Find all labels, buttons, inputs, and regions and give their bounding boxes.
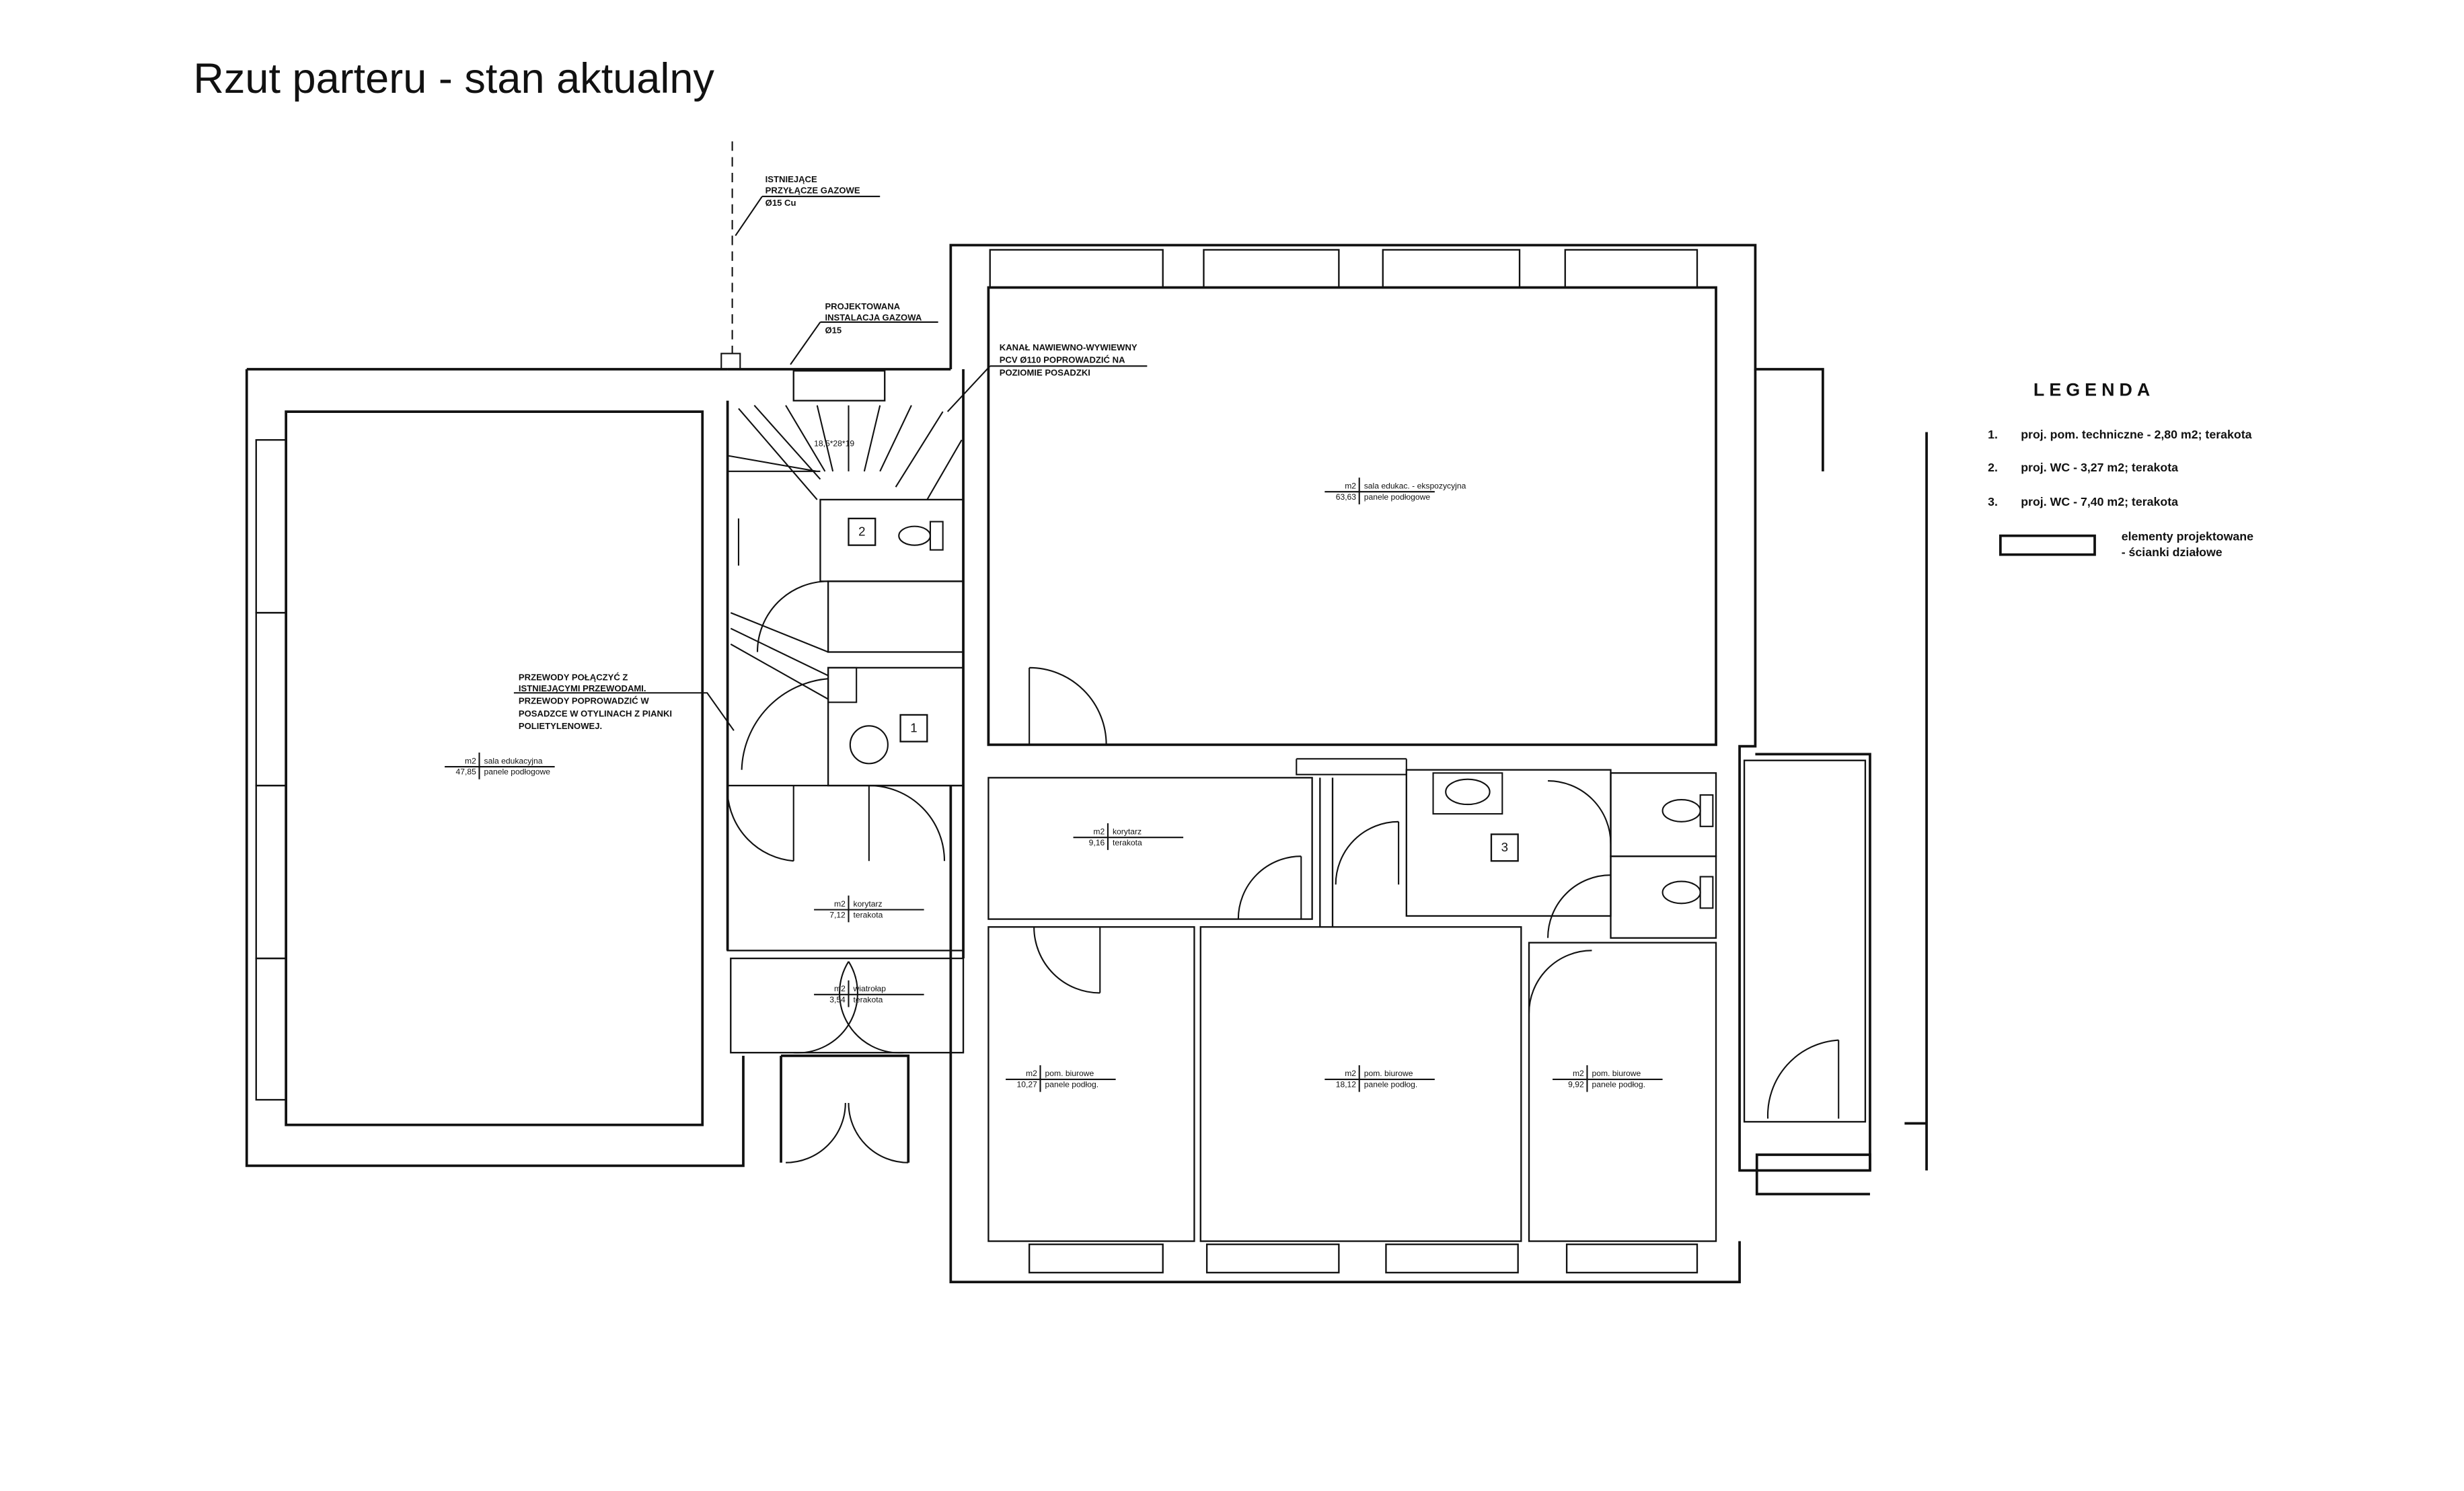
room-label: m2 47,85 sala edukacyjna panele podłogowe bbox=[445, 753, 555, 779]
room-area: 3,54 bbox=[829, 995, 846, 1004]
gas-projected-note: PROJEKTOWANA bbox=[825, 301, 900, 311]
gas-existing-note: PRZYŁĄCZE GAZOWE bbox=[766, 185, 860, 195]
room-name: pom. biurowe bbox=[1045, 1069, 1094, 1078]
room-area: 47,85 bbox=[455, 767, 476, 777]
room-area-unit: m2 bbox=[1026, 1069, 1037, 1078]
vent-channel-note: KANAŁ NAWIEWNO-WYWIEWNY bbox=[1000, 342, 1137, 352]
annotations: ISTNIEJĄCE PRZYŁĄCZE GAZOWE Ø15 Cu PROJE… bbox=[513, 141, 1148, 731]
room-area-unit: m2 bbox=[465, 756, 476, 765]
room-area-unit: m2 bbox=[1345, 482, 1356, 491]
room-area: 18,12 bbox=[1336, 1080, 1357, 1089]
room-floor-finish: terakota bbox=[1113, 838, 1142, 847]
legend-item-text: proj. WC - 3,27 m2; terakota bbox=[2021, 461, 2178, 474]
legend-item-number: 1. bbox=[1988, 428, 1998, 441]
sanitary-fixtures bbox=[827, 521, 1714, 909]
room-name: pom. biurowe bbox=[1592, 1069, 1641, 1078]
room-label: m2 3,54 wiatrołap terakota bbox=[814, 980, 924, 1007]
room-area-unit: m2 bbox=[1345, 1069, 1356, 1078]
gas-existing-note: Ø15 Cu bbox=[766, 198, 796, 208]
stairs-dimension: 18,5*28*19 bbox=[814, 438, 854, 448]
room-area-unit: m2 bbox=[834, 899, 846, 909]
room-label: m2 9,92 pom. biurowe panele podłog. bbox=[1553, 1065, 1663, 1092]
windows bbox=[255, 249, 1698, 1274]
gas-projected-note: INSTALACJA GAZOWA bbox=[825, 313, 922, 323]
wires-note: POSADZCE W OTYLINACH Z PIANKI bbox=[519, 708, 672, 718]
legend: LEGENDA 1. proj. pom. techniczne - 2,80 … bbox=[1988, 380, 2253, 559]
legend-item-text: proj. pom. techniczne - 2,80 m2; terakot… bbox=[2021, 428, 2251, 441]
gas-existing-note: ISTNIEJĄCE bbox=[766, 174, 817, 184]
room-area: 10,27 bbox=[1016, 1080, 1037, 1089]
legend-item-text: proj. WC - 7,40 m2; terakota bbox=[2021, 495, 2178, 508]
room-floor-finish: panele podłogowe bbox=[484, 767, 551, 777]
legend-symbol-text: elementy projektowane bbox=[2122, 530, 2253, 543]
room-area: 7,12 bbox=[829, 910, 846, 919]
door-swings bbox=[726, 580, 1840, 1163]
room-area: 63,63 bbox=[1336, 492, 1357, 502]
room-floor-finish: panele podłog. bbox=[1045, 1080, 1099, 1089]
room-floor-finish: panele podłogowe bbox=[1364, 492, 1431, 502]
vent-channel-note: POZIOMIE POSADZKI bbox=[1000, 367, 1090, 377]
room-label: m2 10,27 pom. biurowe panele podłog. bbox=[1006, 1065, 1116, 1092]
legend-item-number: 2. bbox=[1988, 461, 1998, 474]
room-area: 9,16 bbox=[1089, 838, 1105, 847]
outer-walls bbox=[245, 243, 1928, 1284]
page-title: Rzut parteru - stan aktualny bbox=[193, 55, 714, 102]
room-floor-finish: panele podłog. bbox=[1364, 1080, 1418, 1089]
room-name: pom. biurowe bbox=[1364, 1069, 1413, 1078]
room-floor-finish: terakota bbox=[854, 995, 883, 1004]
room-floor-finish: panele podłog. bbox=[1592, 1080, 1645, 1089]
room-area-unit: m2 bbox=[834, 984, 846, 993]
room-name: korytarz bbox=[854, 899, 883, 909]
legend-heading: LEGENDA bbox=[2033, 380, 2155, 400]
room-name: wiatrołap bbox=[853, 984, 887, 993]
room-number: 1 bbox=[910, 721, 917, 735]
room-area-unit: m2 bbox=[1093, 827, 1105, 836]
room-area: 9,92 bbox=[1568, 1080, 1584, 1089]
legend-item-number: 3. bbox=[1988, 495, 1998, 508]
legend-symbol-text: - ścianki działowe bbox=[2122, 545, 2223, 559]
room-name: sala edukacyjna bbox=[484, 756, 543, 765]
room-name: korytarz bbox=[1113, 827, 1142, 836]
room-label: m2 9,16 korytarz terakota bbox=[1073, 823, 1184, 850]
wires-note: PRZEWODY POŁĄCZYĆ Z bbox=[519, 673, 628, 683]
wires-note: PRZEWODY POPROWADZIĆ W bbox=[519, 696, 649, 706]
wires-note: POLIETYLENOWEJ. bbox=[519, 721, 602, 731]
staircase bbox=[727, 405, 963, 700]
room-name: sala edukac. - ekspozycyjna bbox=[1364, 482, 1466, 491]
room-numbers: 2 1 3 bbox=[848, 517, 1519, 862]
partition-wall-symbol bbox=[1999, 534, 2096, 556]
room-number: 3 bbox=[1501, 840, 1508, 854]
vent-channel-note: PCV Ø110 POPROWADZIĆ NA bbox=[1000, 355, 1125, 365]
room-number: 2 bbox=[858, 525, 865, 539]
room-area-unit: m2 bbox=[1573, 1069, 1584, 1078]
gas-projected-note: Ø15 bbox=[825, 325, 842, 335]
interior-walls bbox=[726, 498, 1867, 1242]
room-floor-finish: terakota bbox=[854, 910, 883, 919]
room-label: m2 18,12 pom. biurowe panele podłog. bbox=[1324, 1065, 1435, 1092]
wires-note: ISTNIEJĄCYMI PRZEWODAMI. bbox=[519, 683, 646, 693]
